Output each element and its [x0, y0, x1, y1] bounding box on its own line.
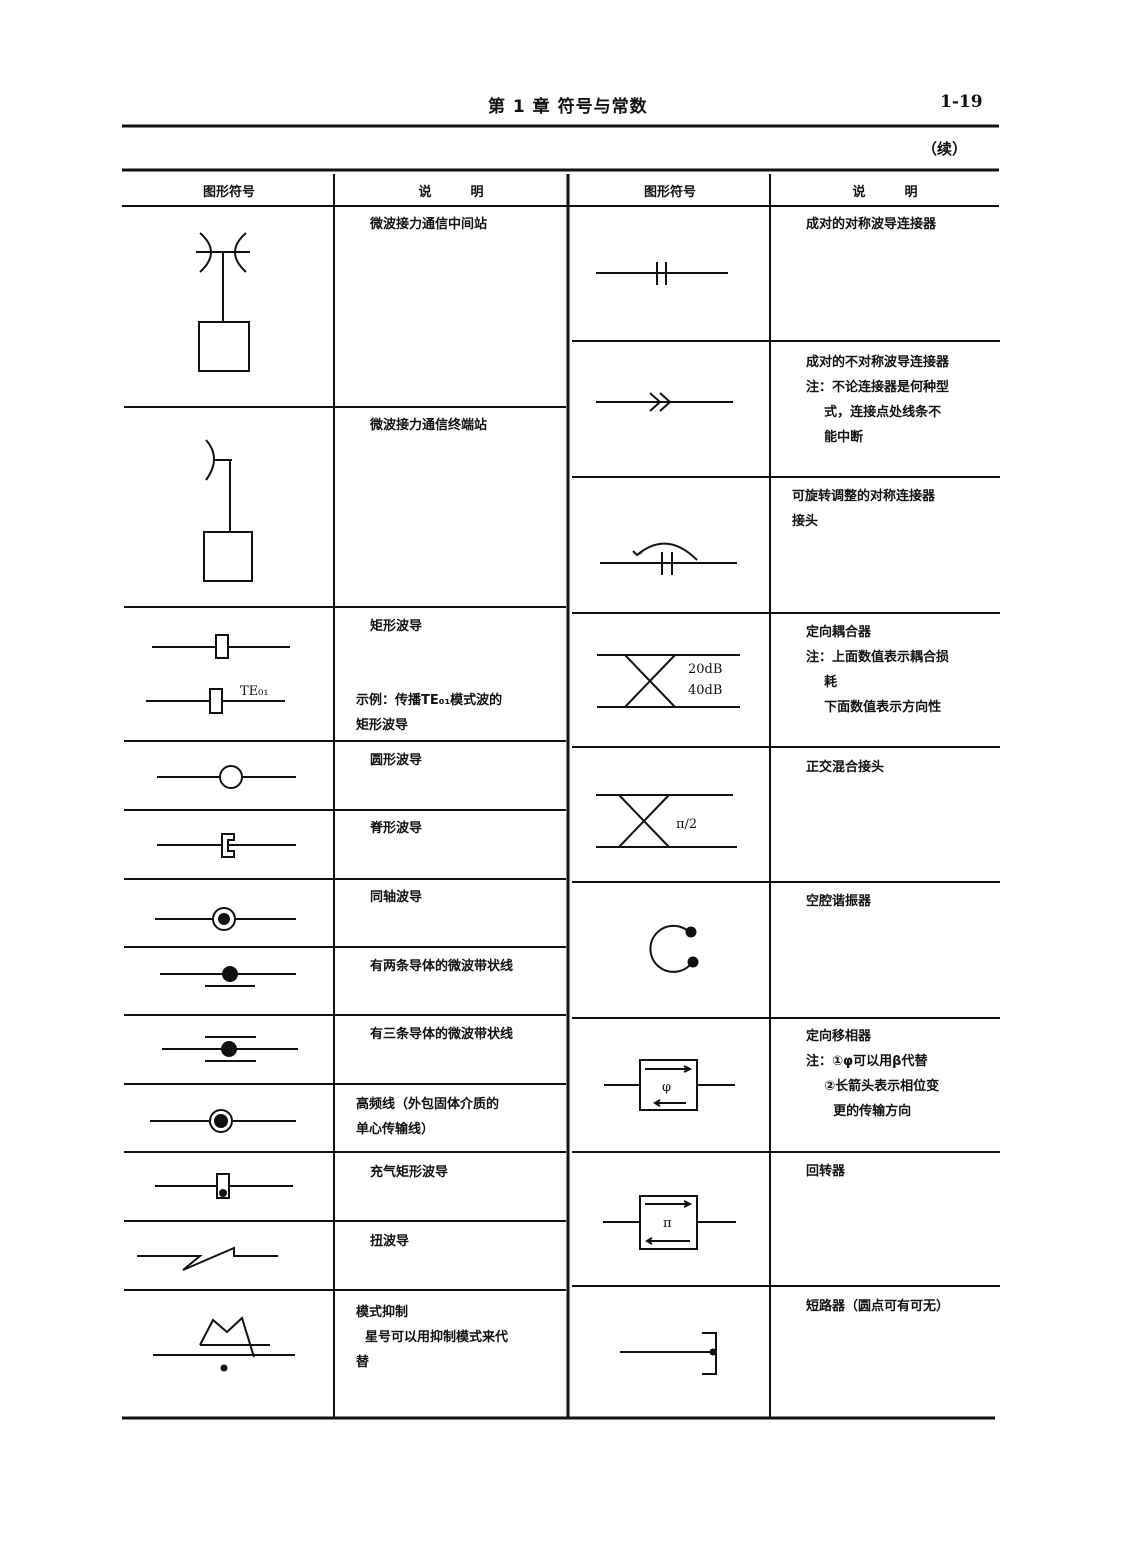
- desc-cavity-resonator: 空腔谐振器: [806, 894, 872, 909]
- te01-label: TE₀₁: [240, 684, 269, 699]
- desc-asymmetric-connector-pair: 成对的不对称波导连接器 注：不论连接器是何种型 式，连接点处线条不 能中断: [806, 355, 950, 445]
- desc-gyrator: 回转器: [806, 1164, 846, 1179]
- desc-coaxial-waveguide: 同轴波导: [370, 890, 423, 905]
- desc-directional-phase-shifter: 定向移相器 注：①φ可以用β代替 ②长箭头表示相位变 更的传输方向: [806, 1029, 940, 1119]
- directional-phase-shifter-symbol: φ: [604, 1059, 735, 1111]
- asymmetric-connector-symbol: [596, 392, 733, 412]
- desc-three-conductor-stripline: 有三条导体的微波带状线: [370, 1027, 514, 1042]
- desc-rotatable-connector: 可旋转调整的对称连接器 接头: [792, 489, 936, 529]
- terminal-station-symbol: [203, 439, 253, 582]
- desc-symmetric-connector-pair: 成对的对称波导连接器: [806, 217, 937, 232]
- ridge-waveguide-symbol: [157, 833, 296, 858]
- desc-rectangular-waveguide-example: 示例：传播TE₀₁模式波的 矩形波导: [356, 693, 503, 733]
- goubau-line-symbol: [150, 1109, 296, 1133]
- column-header-desc-left: 说 明: [418, 185, 484, 200]
- phi-label: φ: [662, 1080, 671, 1095]
- table-grid: [122, 124, 1000, 1420]
- desc-short-circuit: 短路器（圆点可有可无）: [806, 1299, 950, 1314]
- twisted-waveguide-symbol: [137, 1246, 278, 1271]
- continued-label: （续）: [922, 140, 968, 158]
- pi-label: π: [663, 1216, 672, 1231]
- desc-gas-filled-waveguide: 充气矩形波导: [370, 1165, 449, 1180]
- desc-quadrature-hybrid: 正交混合接头: [806, 760, 885, 775]
- desc-rectangular-waveguide: 矩形波导: [370, 619, 423, 634]
- gyrator-symbol: π: [603, 1195, 736, 1250]
- short-circuit-symbol: [620, 1332, 717, 1375]
- chapter-title: 第 1 章 符号与常数: [488, 97, 648, 117]
- two-conductor-stripline-symbol: [160, 966, 296, 987]
- circular-waveguide-symbol: [157, 765, 296, 789]
- directional-coupler-symbol: 20dB 40dB: [597, 654, 740, 708]
- desc-circular-waveguide: 圆形波导: [370, 753, 423, 768]
- quadrature-hybrid-symbol: π/2: [596, 794, 737, 848]
- desc-goubau-line: 高频线（外包固体介质的 单心传输线）: [356, 1097, 500, 1137]
- directivity-label: 40dB: [688, 683, 722, 698]
- coaxial-waveguide-symbol: [155, 907, 296, 931]
- coupling-loss-label: 20dB: [688, 662, 722, 677]
- desc-directional-coupler: 定向耦合器 注：上面数值表示耦合损 耗 下面数值表示方向性: [806, 625, 950, 715]
- desc-twisted-waveguide: 扭波导: [370, 1234, 410, 1249]
- te01-waveguide-symbol: TE₀₁: [146, 684, 285, 714]
- mode-suppression-symbol: [153, 1316, 295, 1372]
- pi-over-2-label: π/2: [676, 817, 697, 832]
- desc-microwave-terminal-station: 微波接力通信终端站: [370, 418, 488, 433]
- three-conductor-stripline-symbol: [162, 1036, 298, 1062]
- cavity-resonator-symbol: [649, 924, 699, 973]
- symmetric-connector-symbol: [596, 262, 728, 285]
- column-header-desc-right: 说 明: [852, 185, 918, 200]
- asterisk-icon: [220, 1364, 228, 1372]
- desc-ridge-waveguide: 脊形波导: [370, 821, 423, 836]
- relay-station-symbol: [196, 232, 250, 372]
- column-header-symbol-right: 图形符号: [643, 185, 696, 200]
- desc-mode-suppression: 模式抑制 星号可以用抑制模式来代 替: [356, 1305, 509, 1370]
- rotatable-connector-symbol: [600, 542, 737, 575]
- desc-microwave-relay-station: 微波接力通信中间站: [370, 217, 488, 232]
- gas-filled-waveguide-symbol: [155, 1173, 293, 1199]
- desc-two-conductor-stripline: 有两条导体的微波带状线: [370, 959, 514, 974]
- column-header-symbol-left: 图形符号: [202, 185, 255, 200]
- page-number: 1-19: [940, 92, 983, 112]
- rectangular-waveguide-symbol: [152, 634, 290, 659]
